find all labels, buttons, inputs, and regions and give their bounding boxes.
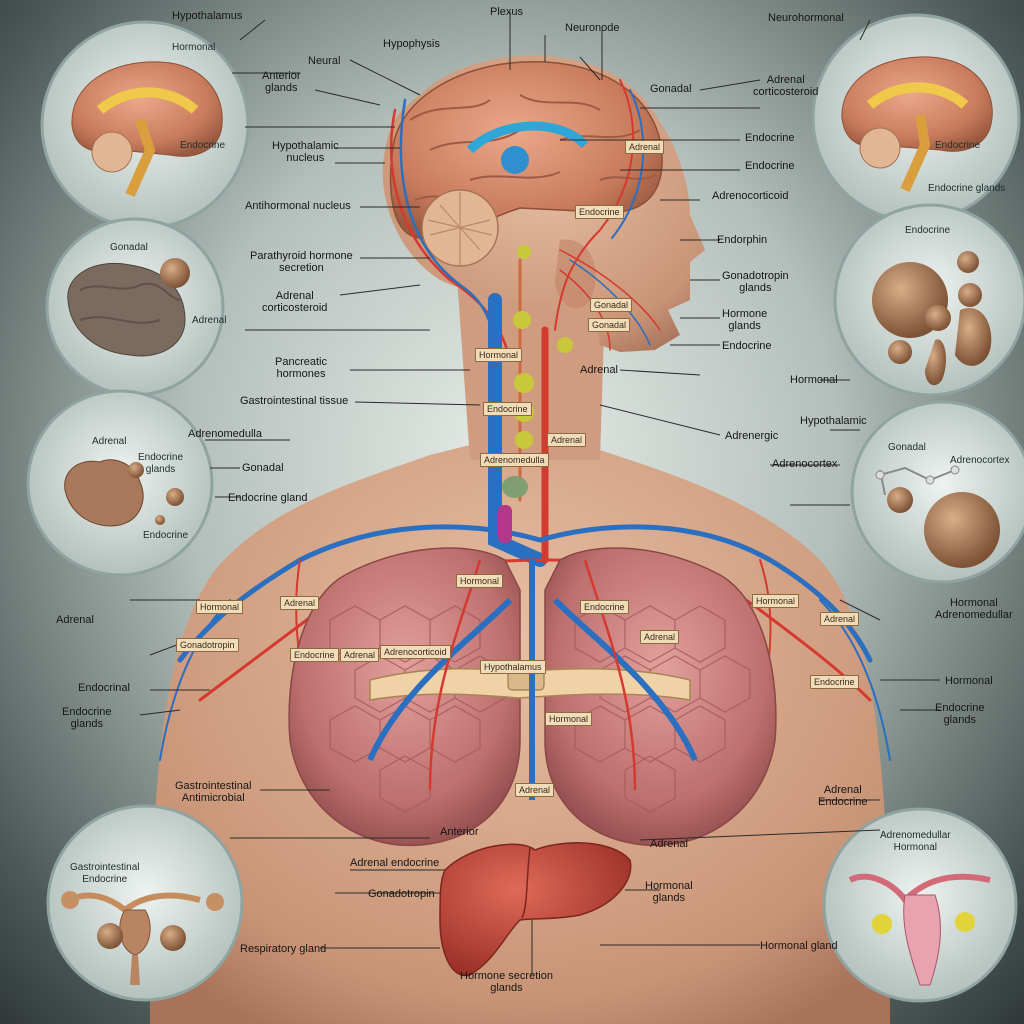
label-adrenomedulla: Adrenomedulla — [188, 428, 262, 440]
label-endocrinal: Endocrinal — [78, 682, 130, 694]
tag-endocrine-lung-l: Endocrine — [290, 648, 339, 662]
label-adrenergic: Adrenergic — [725, 430, 779, 442]
inset-label-r4: Adrenomedullar Hormonal — [880, 830, 951, 853]
label-hypothalamic-right: Hypothalamic — [800, 415, 867, 427]
tag-adrenal-neck: Adrenal — [547, 433, 587, 447]
inset-label-l1: Hormonal — [172, 42, 216, 53]
label-gonadal-right: Gonadal — [650, 83, 692, 95]
label-adrenal-right: Adrenal — [580, 364, 618, 376]
label-neurohormonal: Neurohormonal — [768, 12, 844, 24]
label-adrenal-endocrine: Adrenal endocrine — [350, 857, 440, 869]
label-adrenal-right-low: Adrenal — [650, 838, 688, 850]
label-endorphin: Endorphin — [717, 234, 768, 246]
label-endocrine-glands-right: Endocrine glands — [935, 702, 985, 726]
inset-label-r2: Endocrine — [905, 225, 951, 236]
label-neural: Neural — [308, 55, 341, 67]
leader-lines — [130, 12, 940, 975]
tag-endocrine-neck: Endocrine — [483, 402, 532, 416]
inset-label-l4: Gastrointestinal Endocrine — [70, 862, 140, 885]
label-hormonal-right-2: Hormonal — [945, 675, 993, 687]
inset-label-l3a: Adrenal — [92, 436, 127, 447]
inset-label-r1: Endocrine — [935, 140, 981, 151]
tag-endocrine-lung-r: Endocrine — [810, 675, 859, 689]
tag-adrenocorticoid-lung: Adrenocorticoid — [380, 645, 451, 659]
label-hormonal-right: Hormonal — [790, 374, 838, 386]
tag-adrenal-lung-r: Adrenal — [820, 612, 860, 626]
liver — [439, 842, 632, 977]
label-hormonal-gland-right: Hormonal gland — [760, 940, 838, 952]
tag-gonadotropin-shoulder: Gonadotropin — [176, 638, 239, 652]
inset-gland-right-3 — [850, 400, 1024, 584]
inset-gland-left-3 — [26, 389, 214, 577]
tag-hormonal-lung-l: Hormonal — [456, 574, 504, 588]
inset-label-l2b: Adrenal — [192, 315, 227, 326]
label-adrenal-left: Adrenal — [56, 614, 94, 626]
label-hormonal-adrenomedullar: Hormonal Adrenomedullar — [935, 597, 1013, 621]
inset-label-l2: Gonadal — [110, 242, 148, 253]
label-gastro-antimicrobial: Gastrointestinal Antimicrobial — [175, 780, 252, 804]
label-anterior-low: Anterior — [440, 826, 479, 838]
label-hormone-secretion-glands: Hormone secretion glands — [460, 970, 553, 994]
label-plexus: Plexus — [490, 6, 524, 18]
label-gonadotropin-low: Gonadotropin — [368, 888, 435, 900]
inset-reproductive-right — [822, 807, 1018, 1003]
inset-gland-right-2 — [833, 203, 1024, 397]
inset-label-r1b: Endocrine glands — [928, 183, 1006, 194]
tag-adrenal-head: Adrenal — [625, 140, 665, 154]
neck-glands — [498, 245, 573, 543]
label-hypothalamus: Hypothalamus — [172, 10, 243, 22]
label-endocrine-right-2: Endocrine — [745, 160, 795, 172]
lungs — [288, 547, 777, 847]
inset-brain-left — [40, 20, 250, 230]
label-hormonal-glands-right: Hormonal glands — [645, 880, 693, 904]
inset-label-l1b: Endocrine — [180, 140, 226, 151]
tag-adrenal-shoulder: Adrenal — [280, 596, 320, 610]
label-parathyroid: Parathyroid hormone secretion — [250, 250, 353, 274]
label-pancreatic-hormones: Pancreatic hormones — [275, 356, 327, 380]
inset-label-r3b: Adrenocortex — [950, 455, 1010, 466]
label-hypothalamic-nucleus: Hypothalamic nucleus — [272, 140, 339, 164]
tag-adrenal-lung-r2: Adrenal — [640, 630, 680, 644]
label-adrenal-endocrine-right: Adrenal Endocrine — [818, 784, 868, 808]
label-endocrine-gland: Endocrine gland — [228, 492, 308, 504]
label-gastrointestinal-tissue: Gastrointestinal tissue — [240, 395, 349, 407]
label-endocrine-right-3: Endocrine — [722, 340, 772, 352]
tag-gonadal-neck-r: Gonadal — [588, 318, 631, 332]
label-antihormonal-nucleus: Antihormonal nucleus — [245, 200, 351, 212]
tag-hypothalamus-center: Hypothalamus — [480, 660, 546, 674]
tag-hormonal-lung-r: Hormonal — [752, 594, 800, 608]
label-hypophysis: Hypophysis — [383, 38, 440, 50]
inset-label-r3a: Gonadal — [888, 442, 926, 453]
tag-adrenomedulla-neck: Adrenomedulla — [480, 453, 549, 467]
inset-brain-right — [811, 13, 1021, 223]
inset-label-l3b: Endocrine glands — [138, 452, 184, 475]
brain — [389, 60, 663, 267]
tag-endocrine-lung-r2: Endocrine — [580, 600, 629, 614]
tag-hormonal-center: Hormonal — [545, 712, 593, 726]
tag-hormonal-neck: Hormonal — [475, 348, 523, 362]
label-respiratory-gland: Respiratory gland — [240, 943, 327, 955]
label-adrenocortex-right: Adrenocortex — [772, 458, 838, 470]
label-hormone-glands: Hormone glands — [722, 308, 768, 332]
label-neuronode: Neuronode — [565, 22, 620, 34]
inset-label-l3c: Endocrine — [143, 530, 189, 541]
label-adrenocorticoid: Adrenocorticoid — [712, 190, 789, 202]
tag-adrenal-center: Adrenal — [515, 783, 555, 797]
tag-adrenal-lung-l: Adrenal — [340, 648, 380, 662]
label-endocrine-glands-left: Endocrine glands — [62, 706, 112, 730]
label-endocrine-right-1: Endocrine — [745, 132, 795, 144]
label-gonadotropin-glands: Gonadotropin glands — [722, 270, 789, 294]
inset-reproductive-left — [46, 804, 244, 1002]
label-adrenal-corticosteroid: Adrenal corticosteroid — [262, 290, 328, 314]
label-anterior-glands: Anterior glands — [262, 70, 301, 94]
label-gonadal: Gonadal — [242, 462, 284, 474]
tag-hormonal-shoulder: Hormonal — [196, 600, 244, 614]
label-adrenal-corticosteroid-right: Adrenal corticosteroid — [753, 74, 819, 98]
tag-endocrine-head: Endocrine — [575, 205, 624, 219]
tag-gonadal-face: Gonadal — [590, 298, 633, 312]
